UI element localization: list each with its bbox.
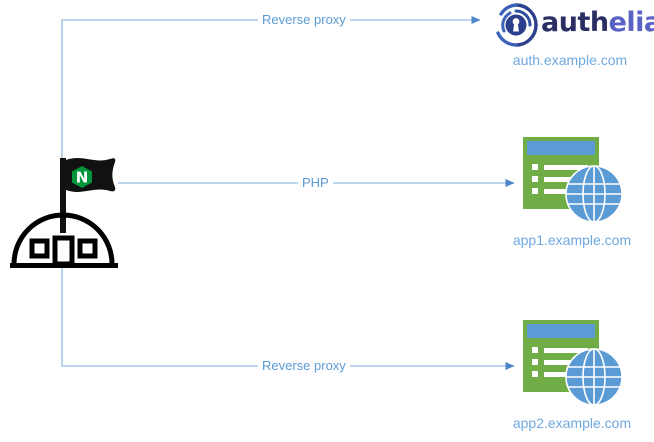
authelia-wordmark-part2: elia (608, 7, 654, 38)
nginx-server-dome-icon: N (10, 158, 118, 268)
edge-label-nginx-to-app1: PHP (298, 175, 333, 191)
node-label-authelia: auth.example.com (512, 52, 628, 68)
node-label-app1: app1.example.com (512, 232, 632, 248)
edge-label-nginx-to-authelia: Reverse proxy (258, 12, 350, 28)
svg-text:N: N (76, 169, 89, 187)
authelia-wordmark: authelia (541, 8, 654, 38)
edge-label-nginx-to-app2: Reverse proxy (258, 358, 350, 374)
globe-glyph (565, 165, 623, 223)
authelia-wordmark-part1: auth (541, 7, 609, 38)
node-nginx[interactable]: N (8, 150, 133, 275)
node-label-app2: app2.example.com (512, 415, 632, 431)
web-application-globe-icon (523, 137, 623, 223)
node-authelia[interactable]: authelia (490, 2, 654, 48)
node-app1[interactable] (522, 136, 627, 226)
node-app2[interactable] (522, 319, 627, 409)
globe-glyph (565, 348, 623, 406)
authelia-lock-logo-icon (496, 3, 538, 47)
web-application-globe-icon (523, 320, 623, 406)
edge-nginx-to-app2 (61, 262, 515, 370)
